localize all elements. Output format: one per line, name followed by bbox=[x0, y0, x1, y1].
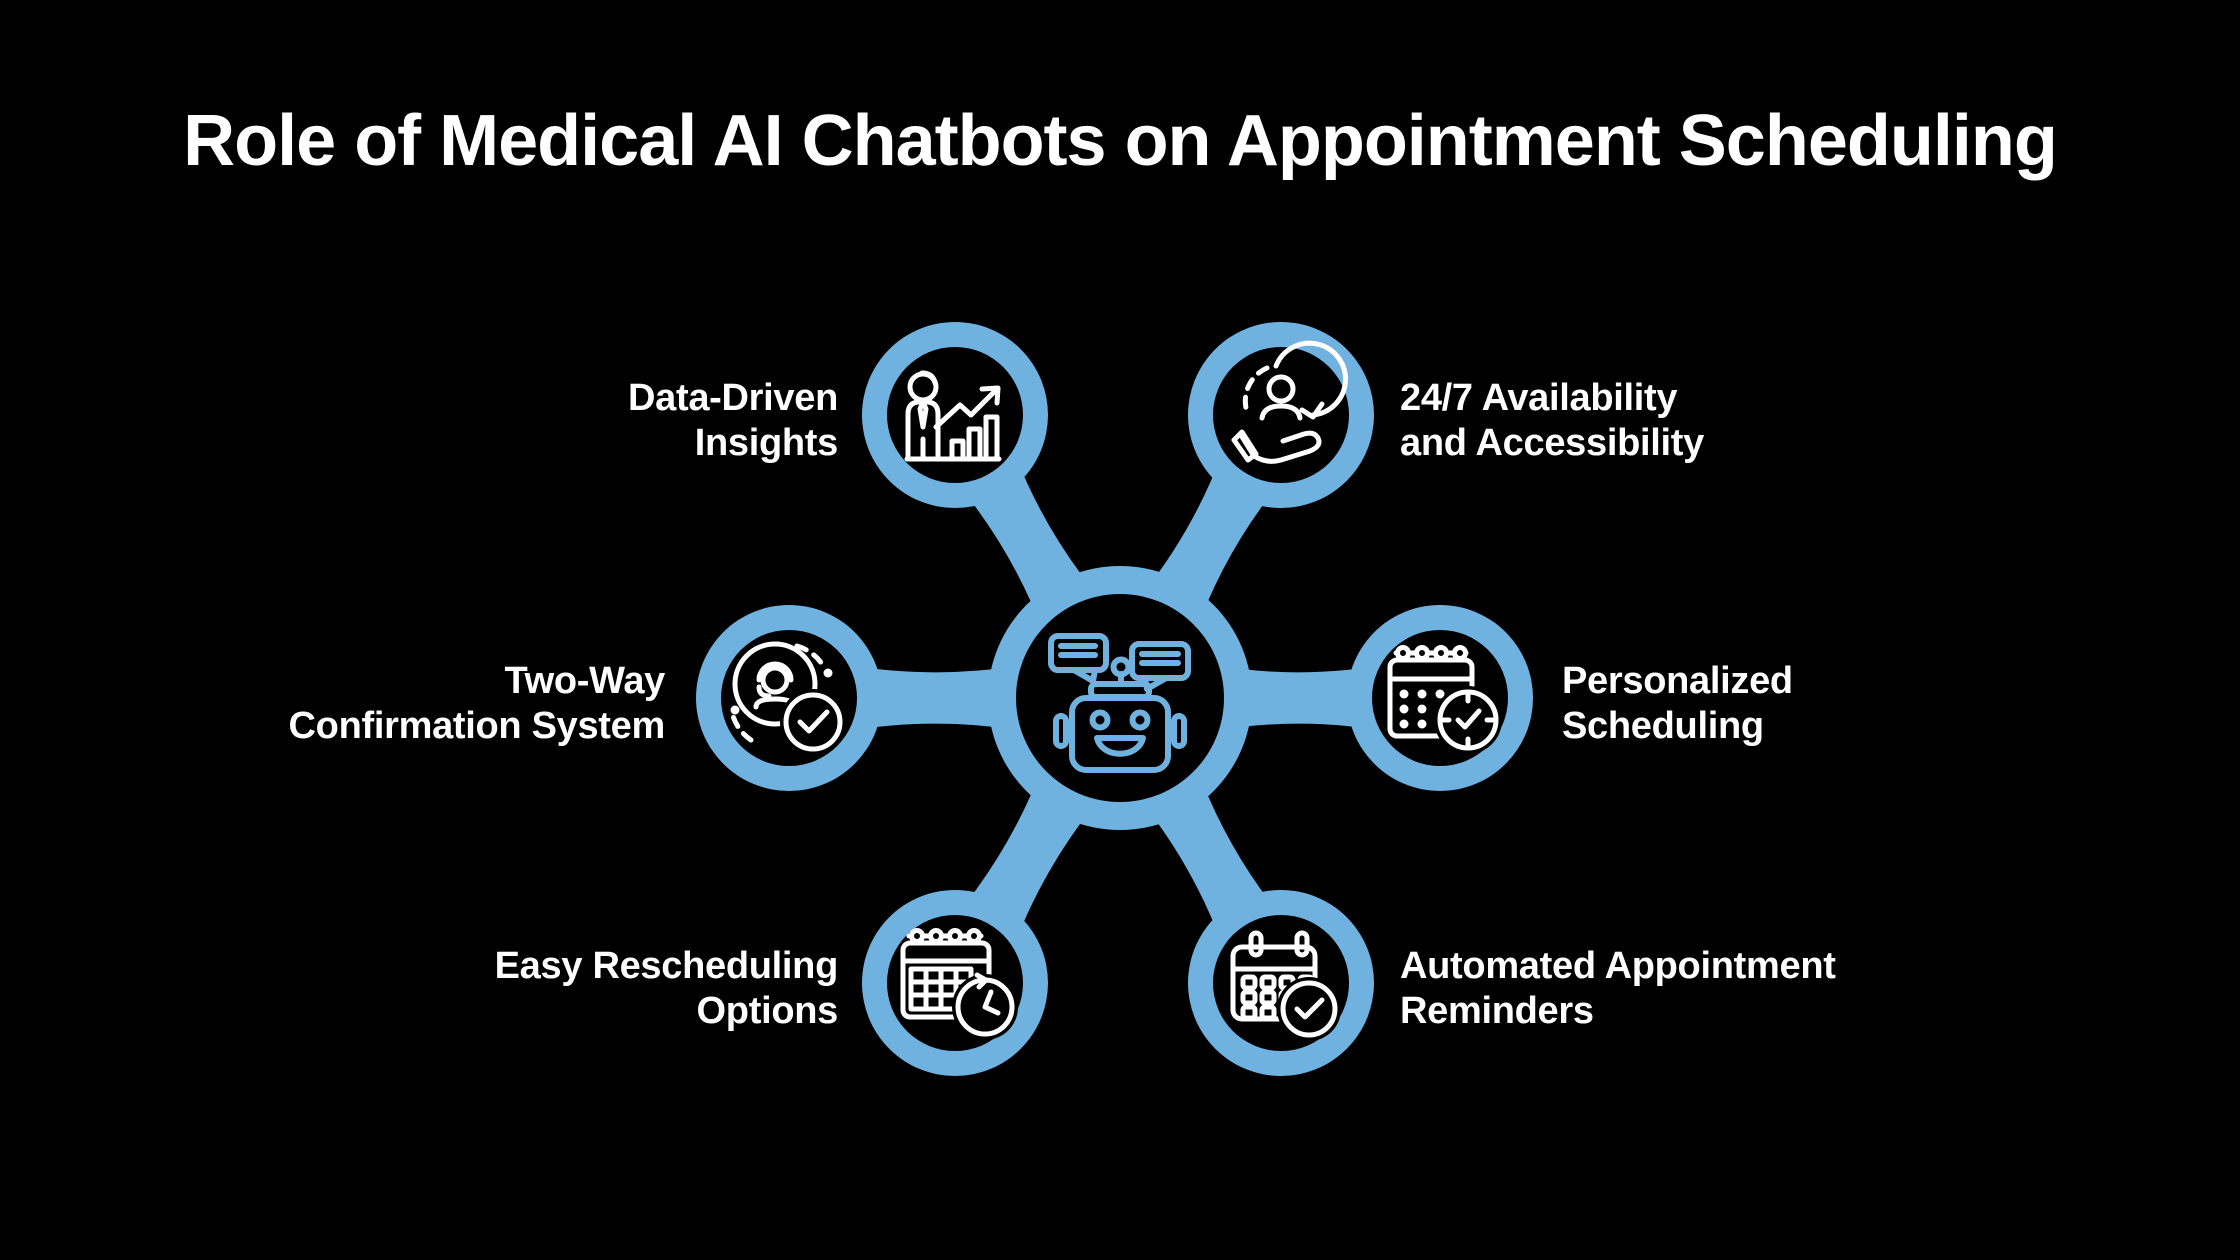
node-label-automated-reminders: Automated Appointment Reminders bbox=[1400, 944, 1836, 1034]
node-label-personalized-scheduling: Personalized Scheduling bbox=[1562, 659, 1793, 749]
label-line: Easy Rescheduling bbox=[494, 945, 839, 987]
label-line: Reminders bbox=[1400, 990, 1594, 1032]
label-line: Two-Way bbox=[504, 660, 666, 702]
label-line: Automated Appointment bbox=[1400, 945, 1836, 987]
label-line: Data-Driven bbox=[628, 377, 838, 419]
node-label-data-driven-insights: Data-Driven Insights bbox=[628, 376, 838, 466]
agent-checkmark-icon bbox=[730, 641, 846, 755]
node-label-availability-accessibility: 24/7 Availability and Accessibility bbox=[1400, 376, 1704, 466]
chatbot-robot-icon bbox=[1048, 633, 1191, 773]
user-availability-hand-icon bbox=[1231, 340, 1348, 464]
label-line: Insights bbox=[694, 422, 839, 464]
page-title: Role of Medical AI Chatbots on Appointme… bbox=[183, 101, 2058, 181]
calendar-clock-check-icon bbox=[1387, 645, 1502, 754]
label-line: 24/7 Availability bbox=[1400, 377, 1678, 419]
person-growth-chart-icon bbox=[904, 370, 1002, 462]
node-label-two-way-confirmation: Two-Way Confirmation System bbox=[288, 659, 666, 749]
label-line: Personalized bbox=[1562, 660, 1793, 702]
label-line: Options bbox=[696, 990, 839, 1032]
label-line: Confirmation System bbox=[288, 705, 666, 747]
label-line: Scheduling bbox=[1562, 705, 1764, 747]
calendar-checkmark-icon bbox=[1230, 930, 1341, 1041]
node-disc-top-right bbox=[1213, 347, 1349, 483]
calendar-reschedule-clock-icon bbox=[900, 928, 1018, 1040]
node-disc-middle-left bbox=[721, 630, 857, 766]
label-line: and Accessibility bbox=[1400, 422, 1704, 464]
node-label-easy-rescheduling: Easy Rescheduling Options bbox=[494, 944, 839, 1034]
